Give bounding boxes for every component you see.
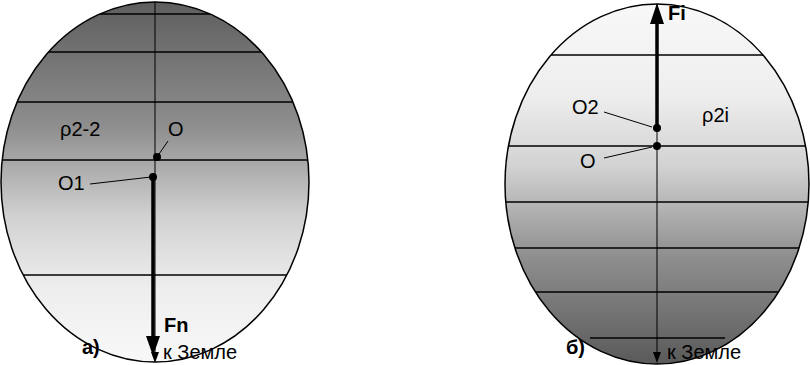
density-label: ρ2-2 — [60, 118, 100, 140]
point-label: O — [580, 150, 596, 172]
leader-line — [90, 177, 151, 184]
body-a — [1, 2, 309, 362]
point-label: O1 — [58, 172, 85, 194]
panel-label: а) — [82, 336, 100, 358]
direction-label: к Земле — [163, 341, 237, 363]
layer-line — [500, 201, 810, 203]
layer-line — [0, 274, 320, 276]
earth-arrowhead — [653, 352, 661, 363]
layer-lines-b — [500, 55, 810, 338]
force-label: Fi — [668, 2, 686, 24]
force-arrow — [151, 177, 155, 338]
point-label: O — [168, 118, 184, 140]
leader-line — [157, 141, 168, 157]
point — [653, 124, 661, 132]
body-b — [505, 4, 809, 364]
body-outline — [1, 2, 309, 362]
density-label: ρ2i — [702, 104, 729, 126]
force-arrowhead — [650, 3, 664, 24]
layer-line — [500, 247, 810, 249]
direction-label: к Земле — [667, 341, 741, 363]
force-arrowhead — [146, 336, 160, 356]
layer-line — [0, 13, 320, 15]
leader-line — [604, 112, 652, 127]
point-label: O2 — [572, 96, 599, 118]
layer-line — [0, 101, 320, 103]
layer-line — [500, 291, 810, 293]
force-arrow — [655, 22, 659, 128]
panel-label: б) — [566, 336, 585, 358]
point — [653, 142, 661, 150]
axis-line — [657, 4, 658, 352]
body-outline — [505, 4, 809, 364]
force-label: Fn — [164, 314, 188, 336]
leader-line — [604, 147, 652, 158]
